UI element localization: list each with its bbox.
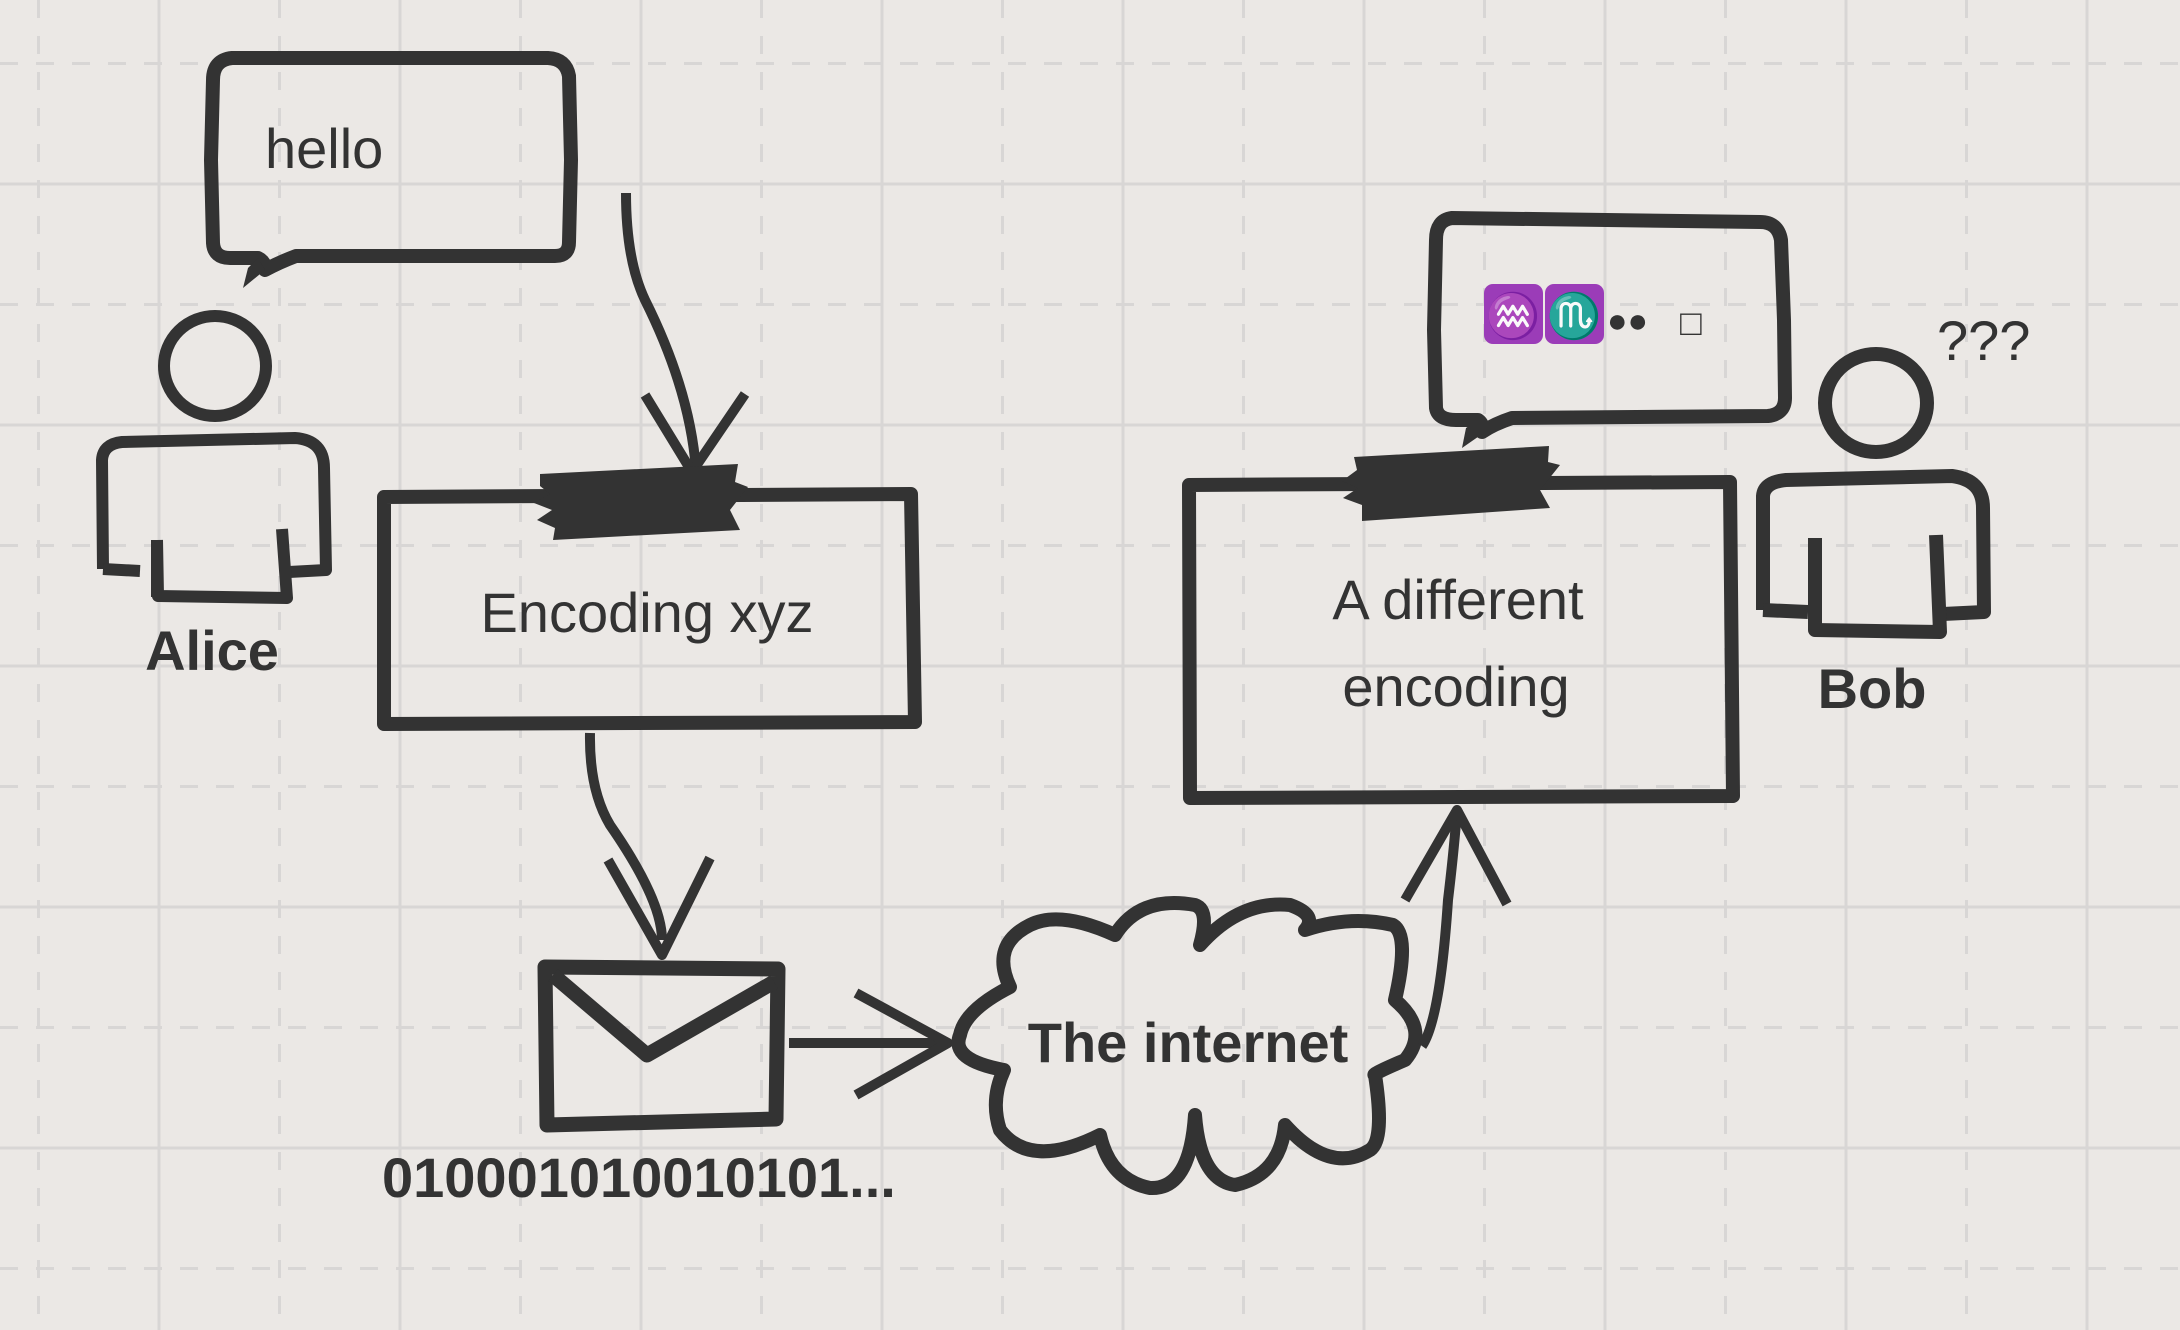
arrow-encoder-to-envelope	[584, 732, 715, 960]
garbled-dots: ●●	[1607, 302, 1648, 340]
bob-name-label: Bob	[1818, 657, 1927, 720]
binary-message: 010001010010101...	[382, 1146, 896, 1209]
aquarius-emoji-icon	[1484, 284, 1543, 344]
alice-speech-text: hello	[265, 117, 383, 180]
alice-name-label: Alice	[145, 619, 279, 682]
arrow-envelope-to-cloud	[789, 988, 953, 1100]
alice-head	[158, 310, 272, 422]
svg-text:♏: ♏	[1547, 291, 1602, 341]
encoder-label: Encoding xyz	[480, 581, 813, 644]
svg-text:♒: ♒	[1486, 291, 1541, 341]
alice-figure: Alice	[96, 310, 332, 682]
network-label: The internet	[1028, 1011, 1348, 1074]
garbled-text: ♒ ♏ ●● □	[1484, 284, 1702, 344]
decoder-box: A different encoding	[1182, 446, 1740, 805]
arrow-cloud-to-decoder	[1400, 805, 1512, 1049]
alice-body	[96, 432, 332, 578]
garbled-box: □	[1680, 302, 1702, 343]
cloud-icon: The internet	[951, 896, 1423, 1195]
bob-body	[1756, 469, 1991, 621]
tape-icon	[534, 464, 748, 540]
bob-figure: ??? Bob	[1756, 309, 2030, 720]
bob-head	[1818, 347, 1934, 459]
encoder-box: Encoding xyz	[377, 464, 922, 731]
envelope-icon: 010001010010101...	[382, 959, 896, 1209]
bob-reaction: ???	[1937, 309, 2030, 372]
arrow-speech-to-encoder	[621, 192, 750, 477]
alice-speech-bubble: hello	[204, 51, 578, 288]
scorpio-emoji-icon	[1545, 284, 1604, 344]
tape-icon	[1342, 446, 1560, 521]
bob-speech-bubble: ♒ ♏ ●● □	[1427, 211, 1792, 448]
decoder-label-line2: encoding	[1342, 655, 1569, 718]
decoder-label-line1: A different	[1332, 568, 1584, 631]
